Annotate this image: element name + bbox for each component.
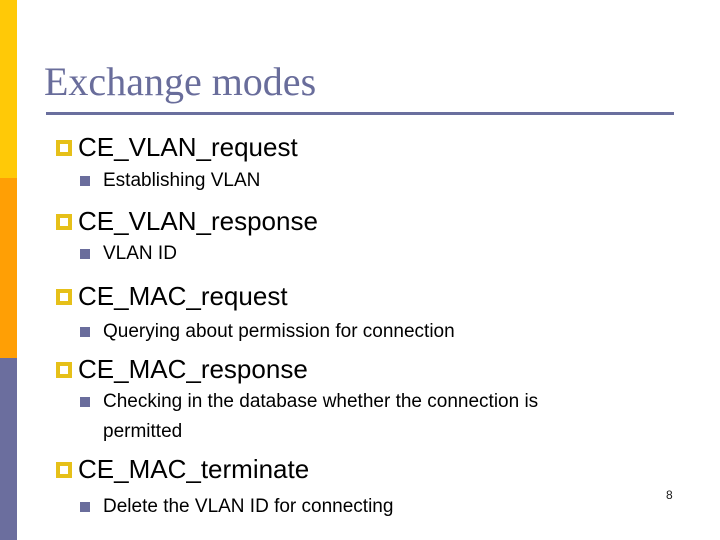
bullet-item-label: CE_VLAN_request bbox=[78, 132, 298, 162]
solid-square-bullet-icon bbox=[80, 327, 90, 337]
sub-bullet-item-label: Querying about permission for connection bbox=[103, 321, 455, 342]
bullet-item: CE_MAC_request bbox=[56, 281, 288, 311]
accent-bar-slate-segment bbox=[0, 358, 17, 540]
bullet-item: CE_VLAN_response bbox=[56, 206, 318, 236]
accent-bar-yellow-segment bbox=[0, 0, 17, 178]
sub-bullet-item-label: Checking in the database whether the con… bbox=[103, 391, 539, 442]
solid-square-bullet-icon bbox=[80, 176, 90, 186]
sub-bullet-item-label: VLAN ID bbox=[103, 243, 177, 264]
bullet-item-label: CE_MAC_response bbox=[78, 354, 308, 384]
sub-bullet-item-label: Establishing VLAN bbox=[103, 170, 261, 191]
hollow-square-bullet-icon bbox=[56, 140, 72, 156]
bullet-item-label: CE_MAC_request bbox=[78, 281, 288, 311]
bullet-item: CE_MAC_terminate bbox=[56, 454, 309, 484]
left-accent-bar bbox=[0, 0, 17, 540]
sub-bullet-item: Establishing VLAN bbox=[80, 166, 260, 196]
sub-bullet-item: Querying about permission for connection bbox=[80, 317, 455, 347]
sub-bullet-item: Delete the VLAN ID for connecting bbox=[80, 492, 393, 522]
solid-square-bullet-icon bbox=[80, 502, 90, 512]
title-underline bbox=[46, 112, 674, 115]
sub-bullet-item: VLAN ID bbox=[80, 239, 177, 269]
solid-square-bullet-icon bbox=[80, 397, 90, 407]
slide-title: Exchange modes bbox=[44, 59, 317, 104]
hollow-square-bullet-icon bbox=[56, 462, 72, 478]
solid-square-bullet-icon bbox=[80, 249, 90, 259]
bullet-item-label: CE_MAC_terminate bbox=[78, 454, 310, 484]
accent-bar-orange-segment bbox=[0, 178, 17, 358]
bullet-item: CE_MAC_response bbox=[56, 354, 308, 384]
page-number: 8 bbox=[666, 488, 673, 502]
bullet-item-label: CE_VLAN_response bbox=[78, 206, 318, 236]
bullet-item: CE_VLAN_request bbox=[56, 132, 298, 162]
sub-bullet-item: Checking in the database whether the con… bbox=[80, 387, 618, 447]
hollow-square-bullet-icon bbox=[56, 214, 72, 230]
hollow-square-bullet-icon bbox=[56, 289, 72, 305]
hollow-square-bullet-icon bbox=[56, 362, 72, 378]
sub-bullet-item-label: Delete the VLAN ID for connecting bbox=[103, 496, 394, 517]
